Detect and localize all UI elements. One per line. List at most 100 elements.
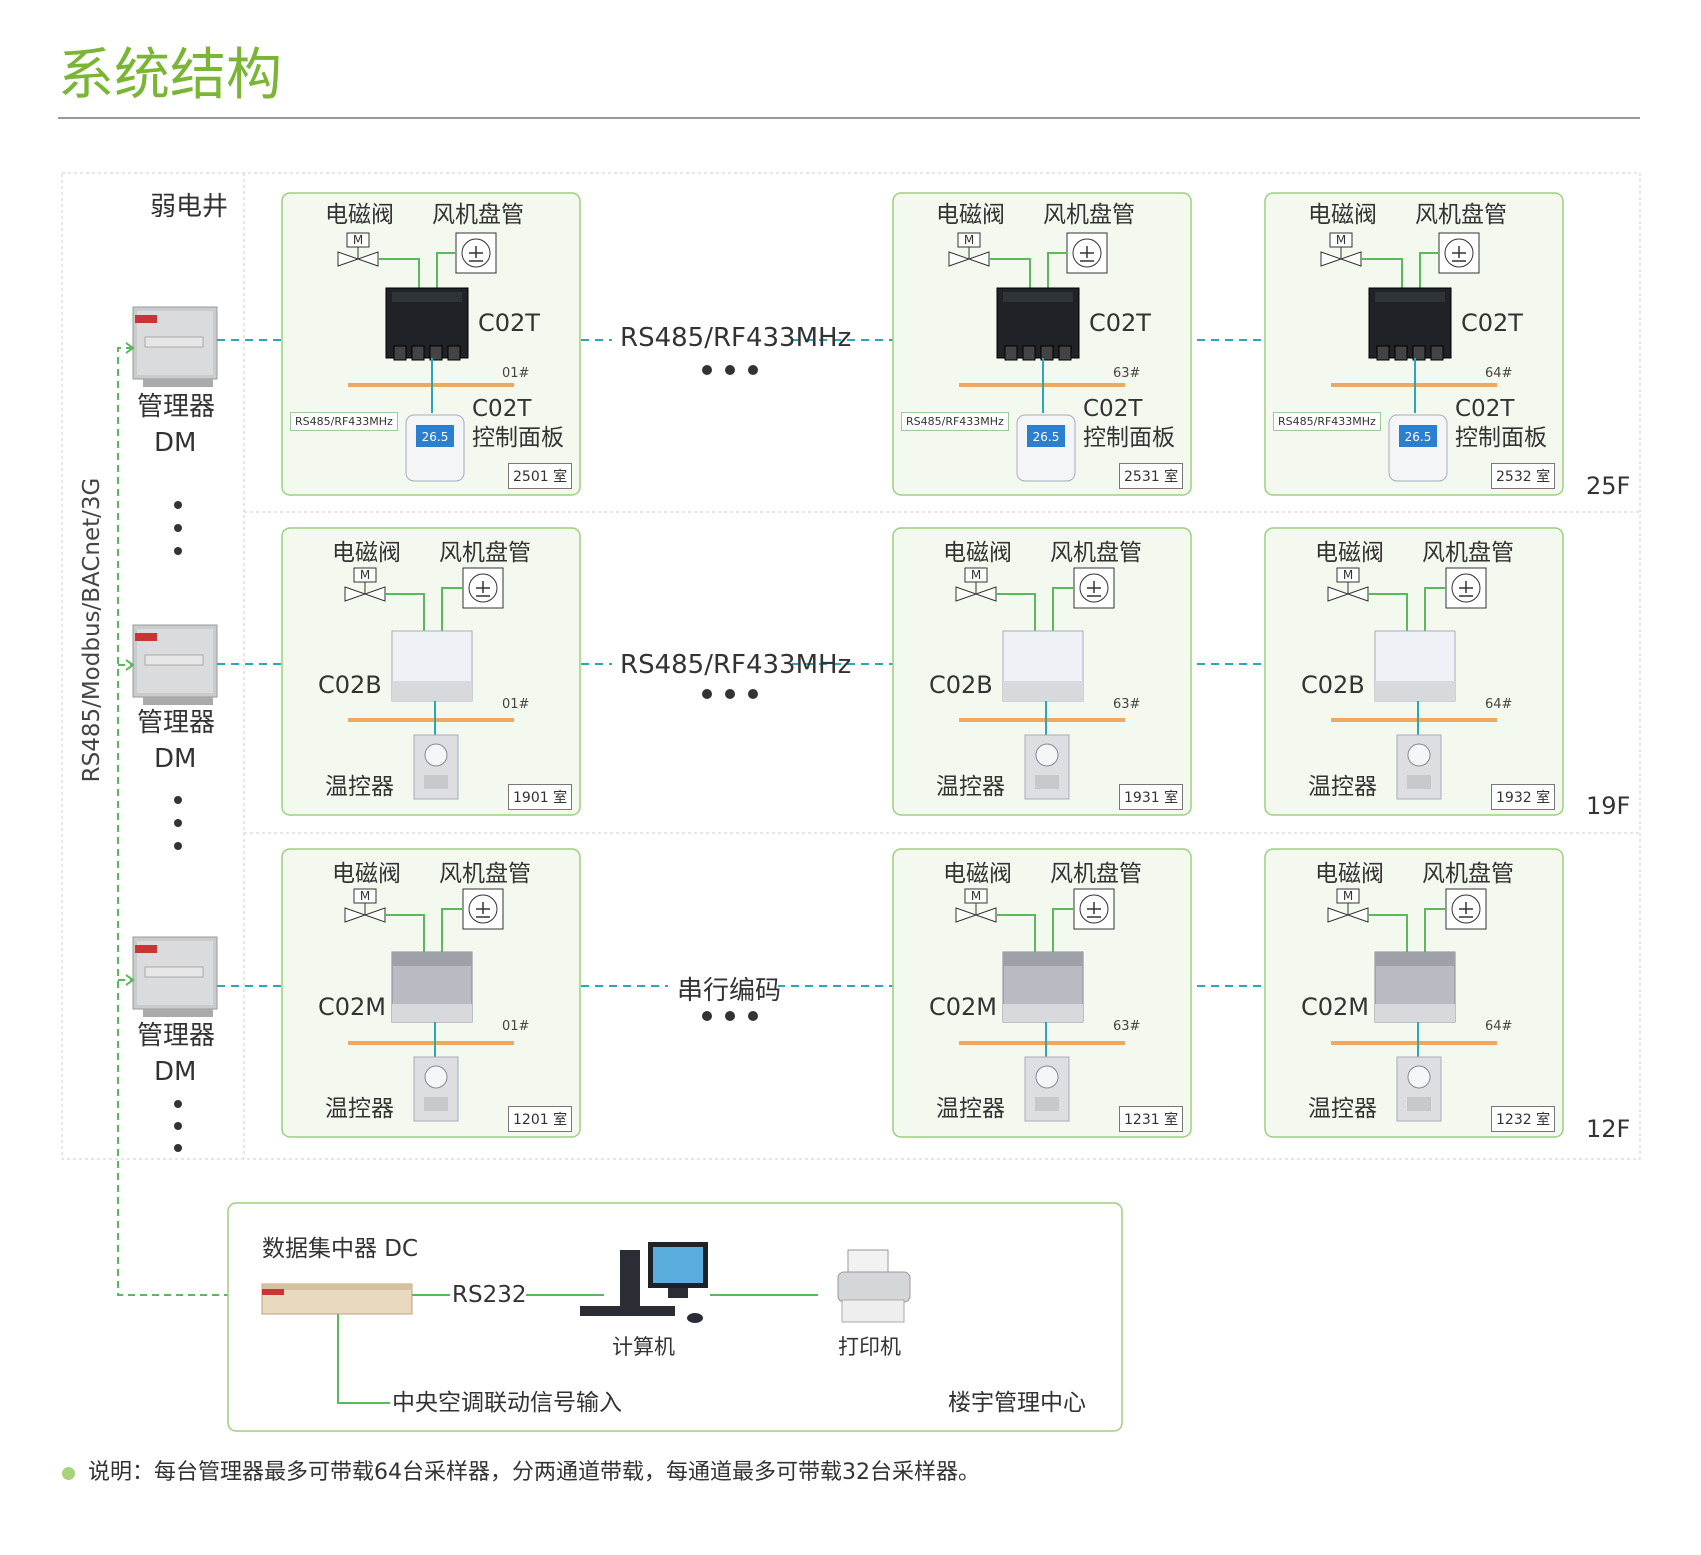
- manager-base: [143, 1009, 213, 1017]
- valve-body-icon: [948, 251, 990, 267]
- manager-label-plate: [144, 654, 204, 666]
- room-panel: M26.5: [892, 192, 1192, 496]
- link-text-backdrop: [668, 971, 778, 1007]
- valve-body-icon: [1327, 586, 1369, 602]
- device-top-strip: [1003, 292, 1073, 302]
- control-wire: [1424, 587, 1446, 631]
- control-wire: [1419, 252, 1439, 288]
- valve-m-glyph: M: [1343, 568, 1353, 582]
- orange-bus-bar: [348, 718, 514, 722]
- orange-bus-bar: [1331, 718, 1497, 722]
- device-connector: [1004, 345, 1018, 361]
- panel-temp-glyph: 26.5: [1033, 430, 1060, 444]
- device-top-strip: [392, 952, 472, 966]
- printer-body: [837, 1271, 911, 1303]
- thermostat-switches: [1407, 1097, 1431, 1111]
- control-panel: [1016, 414, 1076, 482]
- ellipsis-dot: [725, 1011, 735, 1021]
- ac-input-line: [337, 1314, 390, 1404]
- orange-bus-bar: [959, 718, 1125, 722]
- thermostat-switches: [1035, 1097, 1059, 1111]
- device-connector: [447, 345, 461, 361]
- valve-m-glyph: M: [971, 889, 981, 903]
- thermostat-dial: [1407, 743, 1431, 767]
- control-wire: [385, 914, 425, 952]
- control-wire: [1424, 908, 1446, 952]
- room-panel: M: [892, 848, 1192, 1138]
- control-panel: [1388, 414, 1448, 482]
- control-wire: [441, 908, 463, 952]
- device-terminal-strip: [392, 681, 472, 701]
- panel-temp-glyph: 26.5: [422, 430, 449, 444]
- manager-device: [132, 936, 218, 1017]
- ellipsis-dot: [174, 524, 182, 532]
- device-connector: [411, 345, 425, 361]
- ellipsis-dot: [174, 547, 182, 555]
- thermostat-switches: [1407, 775, 1431, 789]
- device-connector: [393, 345, 407, 361]
- valve-body-icon: [955, 907, 997, 923]
- valve-m-glyph: M: [353, 233, 363, 247]
- valve-m-glyph: M: [971, 568, 981, 582]
- bus-line: [117, 347, 262, 1296]
- manager-logo: [135, 945, 157, 953]
- control-wire: [1052, 587, 1074, 631]
- device-connector: [1430, 345, 1444, 361]
- room-panel: M: [1264, 848, 1564, 1138]
- manager-logo: [135, 633, 157, 641]
- manager-label-plate: [144, 966, 204, 978]
- device-top-strip: [392, 292, 462, 302]
- manager-label-plate: [144, 336, 204, 348]
- manager-device: [132, 306, 218, 387]
- computer-tower: [620, 1250, 640, 1306]
- control-wire: [989, 258, 1031, 288]
- dc-logo: [262, 1289, 284, 1295]
- arrow-head: [125, 342, 135, 354]
- panel-screen: [416, 425, 454, 447]
- ellipsis-dot: [174, 1122, 182, 1130]
- valve-m-glyph: M: [1343, 889, 1353, 903]
- ellipsis-dot: [174, 501, 182, 509]
- link-text-backdrop: [612, 645, 792, 681]
- ellipsis-dot: [174, 842, 182, 850]
- control-wire: [1052, 908, 1074, 952]
- ellipsis-dot: [174, 1144, 182, 1152]
- bus-branch: [118, 664, 133, 981]
- control-wire: [1361, 258, 1403, 288]
- control-panel: [405, 414, 465, 482]
- arrow-head: [125, 659, 135, 671]
- control-wire: [1368, 593, 1408, 631]
- orange-bus-bar: [959, 1041, 1125, 1045]
- room-panel: M: [281, 527, 581, 816]
- control-wire: [1047, 252, 1067, 288]
- ellipsis-dot: [174, 1100, 182, 1108]
- panel-screen: [1399, 425, 1437, 447]
- ellipsis-dot: [174, 819, 182, 827]
- valve-m-glyph: M: [1336, 233, 1346, 247]
- computer-mouse: [687, 1313, 703, 1323]
- panel-screen: [1027, 425, 1065, 447]
- ellipsis-dot: [702, 689, 712, 699]
- device-terminal-strip: [1375, 1004, 1455, 1022]
- control-wire: [996, 914, 1036, 952]
- thermostat-switches: [1035, 775, 1059, 789]
- printer-output: [841, 1299, 905, 1323]
- building-frame: [61, 172, 1641, 1160]
- device-connector: [1412, 345, 1426, 361]
- thermostat-dial: [1407, 1065, 1431, 1089]
- computer-screen: [653, 1247, 703, 1283]
- device-top-strip: [1375, 292, 1445, 302]
- room-panel: M: [281, 848, 581, 1138]
- device-connector: [1376, 345, 1390, 361]
- device-connector: [1058, 345, 1072, 361]
- dc-top-strip: [262, 1284, 412, 1290]
- device-terminal-strip: [1003, 1004, 1083, 1022]
- control-wire: [441, 587, 463, 631]
- computer-stand: [668, 1288, 688, 1298]
- control-wire: [378, 258, 420, 288]
- arrow-head: [125, 974, 135, 986]
- device-connector: [1394, 345, 1408, 361]
- device-terminal-strip: [1003, 681, 1083, 701]
- thermostat-switches: [424, 1097, 448, 1111]
- thermostat-dial: [1035, 1065, 1059, 1089]
